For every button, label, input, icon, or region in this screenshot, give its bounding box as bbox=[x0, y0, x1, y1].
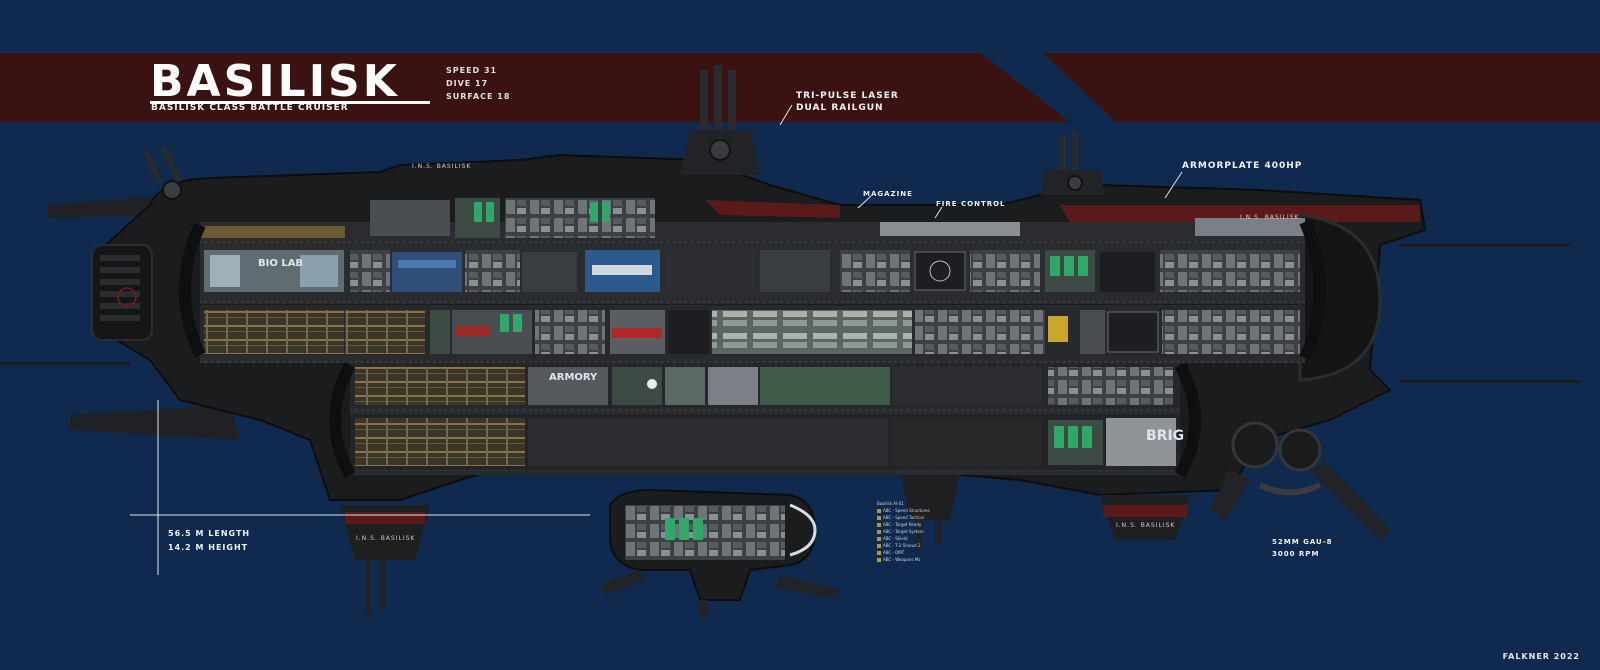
legend-swatch bbox=[877, 529, 881, 534]
turret-main bbox=[680, 65, 760, 175]
legend-item: ABC - T-2 Shroud 2 bbox=[877, 542, 930, 549]
legend-swatch bbox=[877, 522, 881, 527]
ship-title: BASILISK bbox=[150, 56, 400, 107]
callout-weapons: TRI-PULSE LASER DUAL RAILGUN bbox=[796, 90, 899, 114]
title-banner-left bbox=[0, 53, 1070, 122]
title-underline bbox=[150, 101, 430, 104]
stat-surface: SURFACE 18 bbox=[446, 92, 511, 101]
room-label-armory: ARMORY bbox=[549, 372, 598, 383]
dimension-height: 14.2 M HEIGHT bbox=[168, 543, 249, 552]
legend-item: ABC - Target System bbox=[877, 528, 930, 535]
room-label-bio-lab: BIO LAB bbox=[258, 258, 303, 269]
ventral-pods bbox=[340, 470, 1190, 615]
legend-item: ABC - Target Ready bbox=[877, 521, 930, 528]
hull-marking-bottom-left: I.N.S. BASILISK bbox=[356, 535, 415, 542]
hull-marking-bottom-right: I.N.S. BASILISK bbox=[1116, 522, 1175, 529]
callout-weapons-line2: DUAL RAILGUN bbox=[796, 103, 884, 113]
callout-fire-control: FIRE CONTROL bbox=[936, 200, 1006, 208]
turret-aft bbox=[143, 145, 182, 200]
turret-forward bbox=[1040, 130, 1105, 195]
callout-gun: 52MM GAU-8 3000 RPM bbox=[1272, 536, 1333, 560]
gau-mount bbox=[1210, 421, 1390, 540]
artist-signature: FALKNER 2022 bbox=[1502, 652, 1580, 661]
legend-title: Basilisk AI-01 bbox=[877, 501, 904, 506]
legend-swatch bbox=[877, 557, 881, 562]
dimension-length: 56.5 M LENGTH bbox=[168, 529, 251, 538]
stat-dive: DIVE 17 bbox=[446, 79, 489, 88]
legend-item: ABC - DMT bbox=[877, 549, 930, 556]
legend-swatch bbox=[877, 543, 881, 548]
legend-item: ABC - Speed Tactical bbox=[877, 514, 930, 521]
legend-item: ABC - Weapons Ms bbox=[877, 556, 930, 563]
hull-marking-top-right: I.N.S. BASILISK bbox=[1240, 214, 1299, 221]
title-banner-right bbox=[1043, 53, 1600, 122]
hull-marking-top-left: I.N.S. BASILISK bbox=[412, 163, 471, 170]
legend-swatch bbox=[877, 508, 881, 513]
callout-gun-line1: 52MM GAU-8 bbox=[1272, 538, 1333, 546]
ship-stats: SPEED 31 DIVE 17 SURFACE 18 bbox=[446, 64, 510, 103]
dimension-lines bbox=[130, 400, 590, 575]
room-label-brig: BRIG bbox=[1146, 428, 1184, 444]
callout-gun-line2: 3000 RPM bbox=[1272, 550, 1320, 558]
callout-leaders bbox=[779, 104, 1183, 219]
interior-decks bbox=[179, 198, 1326, 478]
callout-magazine: MAGAZINE bbox=[863, 190, 913, 198]
shuttle bbox=[600, 488, 840, 618]
callout-weapons-line1: TRI-PULSE LASER bbox=[796, 91, 899, 101]
legend-item: ABC - Shield bbox=[877, 535, 930, 542]
color-legend: Basilisk AI-01 ABC - Speed Structures AB… bbox=[877, 500, 930, 563]
callout-armor: ARMORPLATE 400HP bbox=[1182, 161, 1303, 171]
legend-swatch bbox=[877, 550, 881, 555]
legend-item: ABC - Speed Structures bbox=[877, 507, 930, 514]
ship-subtitle: BASILISK CLASS BATTLE CRUISER bbox=[151, 103, 349, 113]
legend-swatch bbox=[877, 536, 881, 541]
stat-speed: SPEED 31 bbox=[446, 66, 498, 75]
legend-swatch bbox=[877, 515, 881, 520]
